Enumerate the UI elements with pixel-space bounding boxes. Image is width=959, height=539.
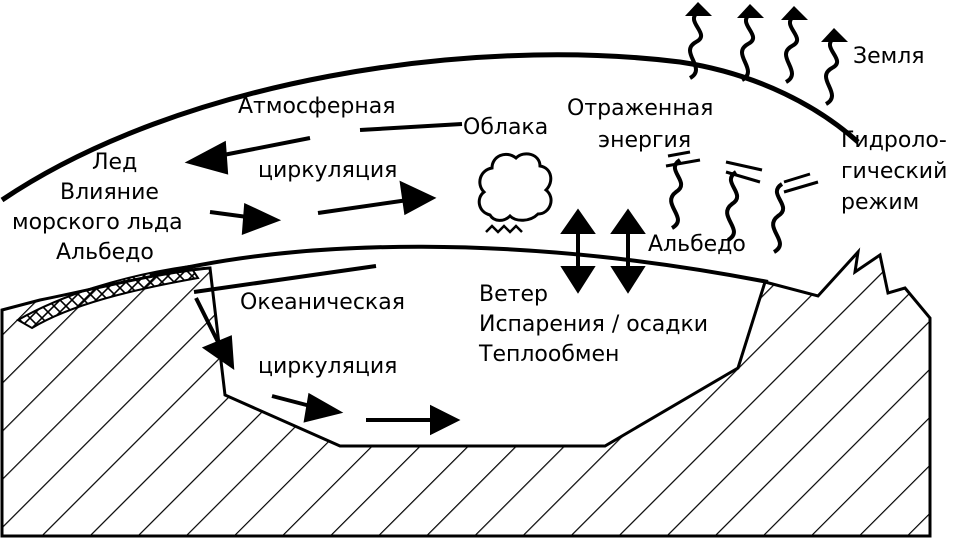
cloud-rain <box>485 224 523 234</box>
label-atmospheric-circulation: циркуляция <box>258 158 398 183</box>
label-oceanic-circulation: циркуляция <box>258 354 398 379</box>
atmosphere-boundary <box>0 52 860 203</box>
label-oceanic: Океаническая <box>240 290 405 315</box>
label-ice: Лед <box>92 150 138 175</box>
label-albedo-left: Альбедо <box>56 240 154 265</box>
label-wind: Ветер <box>479 282 548 307</box>
label-earth: Земля <box>853 44 925 69</box>
outgoing-radiation-arrowheads <box>685 2 848 42</box>
label-clouds: Облака <box>463 115 549 140</box>
label-sea-ice-2: морского льда <box>12 210 183 235</box>
land-mass <box>0 247 932 538</box>
label-heat-exchange: Теплообмен <box>479 342 620 367</box>
label-albedo-right: Альбедо <box>648 232 746 257</box>
label-evaporation: Испарения / осадки <box>479 312 709 337</box>
label-hydro-3: режим <box>841 190 920 215</box>
ocean-circulation-arrows <box>193 264 461 436</box>
cloud-icon <box>477 152 553 222</box>
label-hydro-1: Гидроло- <box>841 128 947 153</box>
outgoing-radiation-arrows <box>688 10 840 106</box>
label-hydro-2: гический <box>841 159 948 184</box>
label-reflected-2: энергия <box>598 128 692 153</box>
ocean-surface <box>149 244 769 284</box>
exchange-arrows <box>560 208 646 294</box>
label-sea-ice-1: Влияние <box>60 180 159 205</box>
atmospheric-flow-arrows <box>184 122 463 235</box>
label-atmospheric: Атмосферная <box>238 94 396 119</box>
label-reflected-1: Отраженная <box>567 96 714 121</box>
reflected-energy-dashes <box>665 150 819 194</box>
reflected-energy-waves <box>669 158 786 254</box>
